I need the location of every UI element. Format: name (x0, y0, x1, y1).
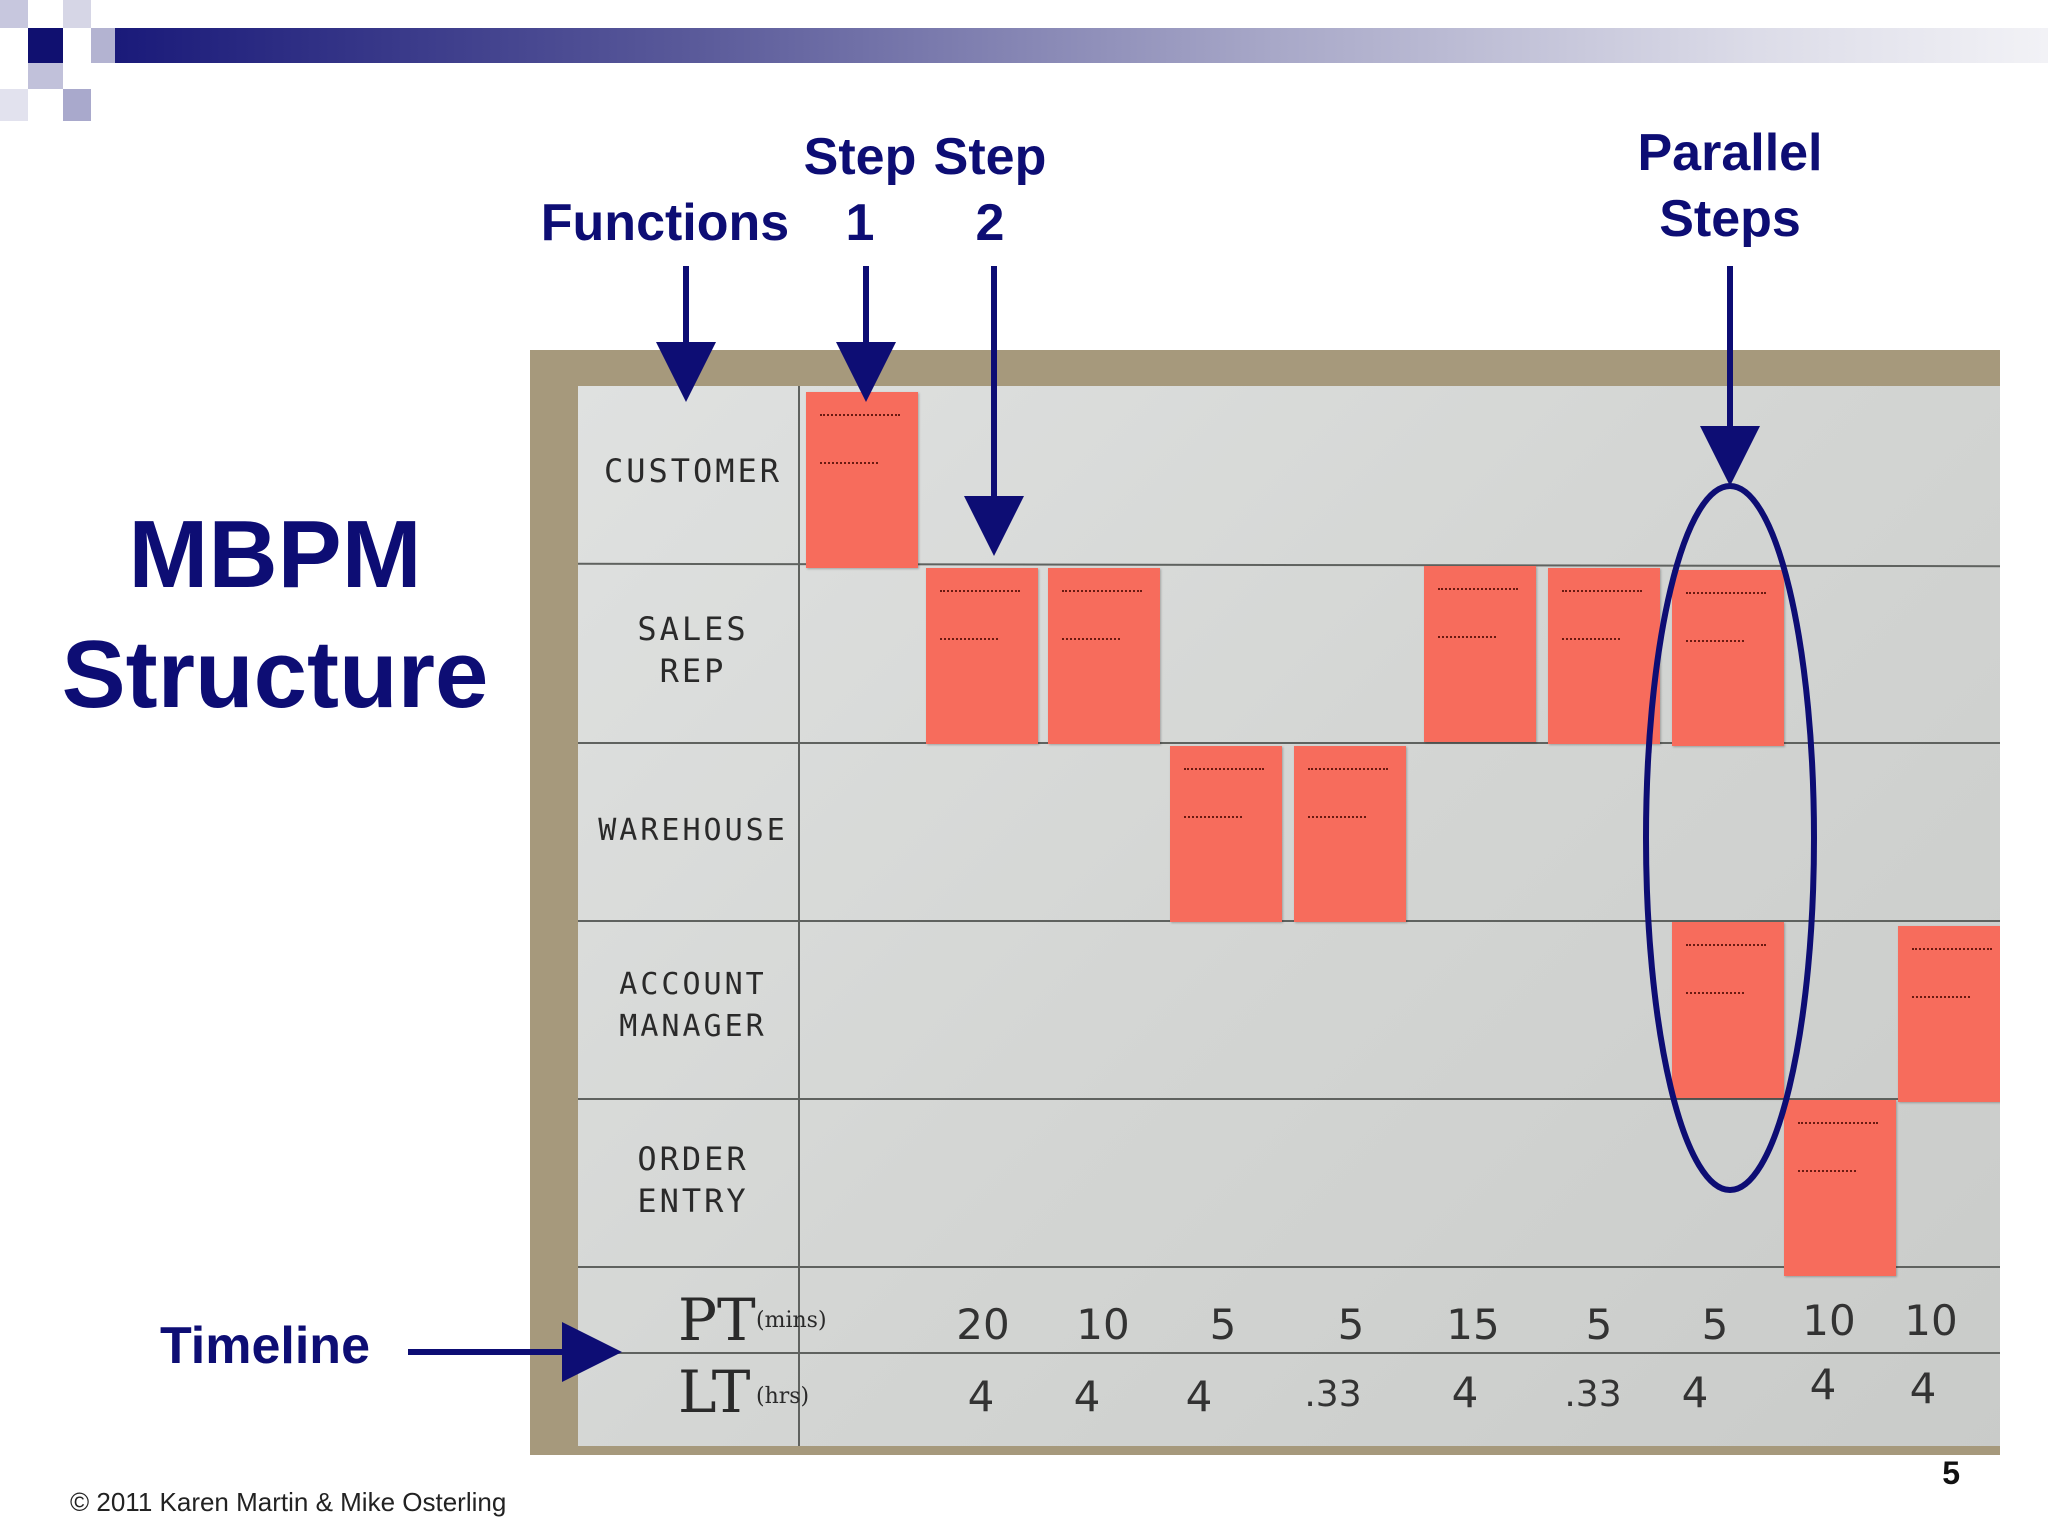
step-note (1672, 570, 1784, 746)
step2-label-line1: Step (933, 128, 1047, 186)
step-note (806, 392, 918, 568)
parallel-steps-label: Parallel Steps (1600, 120, 1860, 252)
copyright-text: © 2011 Karen Martin & Mike Osterling (70, 1487, 507, 1517)
lane-divider (578, 742, 2000, 744)
header-gradient-band (115, 28, 2048, 63)
pt-value: 5 (1701, 1300, 1729, 1349)
lt-value: 4 (1909, 1364, 1937, 1413)
deco-square (63, 0, 91, 28)
pt-value: 10 (1076, 1300, 1130, 1349)
lt-value: 4 (1809, 1360, 1837, 1409)
lt-value: .33 (1564, 1374, 1622, 1415)
function-customer: CUSTOMER (603, 452, 783, 490)
lt-label: LT (678, 1358, 751, 1426)
function-sales-rep: SALES REP (637, 610, 749, 690)
step1-label-line1: Step (803, 128, 917, 186)
lt-value: .33 (1304, 1374, 1362, 1415)
lane-divider (578, 1266, 2000, 1268)
page-number: 5 (1942, 1455, 1960, 1491)
function-order-entry: ORDER ENTRY (637, 1140, 749, 1220)
pt-value: 5 (1209, 1300, 1237, 1349)
step1-label-line2: 1 (845, 194, 875, 252)
board-surface: CUSTOMER SALES REP WAREHOUSE ACCOUNT MAN… (577, 386, 2000, 1446)
lt-value: 4 (1073, 1372, 1101, 1421)
lt-value: 4 (1681, 1368, 1709, 1417)
pt-value: 10 (1802, 1296, 1856, 1345)
function-warehouse: WAREHOUSE (598, 813, 788, 848)
lane-divider (578, 920, 2000, 922)
parallel-steps-label-line1: Parallel (1637, 124, 1823, 182)
timeline-label: Timeline (159, 1317, 370, 1375)
pt-unit: (mins) (756, 1308, 827, 1333)
step-note (1672, 922, 1784, 1098)
step-note (1784, 1100, 1896, 1276)
step-note (1294, 746, 1406, 922)
step-note (926, 568, 1038, 744)
lt-unit: (hrs) (756, 1384, 810, 1409)
function-column-divider (798, 386, 800, 1446)
step1-label: Step 1 (790, 124, 930, 256)
step2-label: Step 2 (925, 124, 1055, 256)
lt-value: 4 (967, 1372, 995, 1421)
lt-value: 4 (1185, 1372, 1213, 1421)
step-note (1170, 746, 1282, 922)
slide-title: MBPM Structure (30, 495, 520, 735)
step-note (1548, 568, 1660, 744)
step2-label-line2: 2 (975, 194, 1005, 252)
function-account-manager: ACCOUNT MANAGER (619, 967, 767, 1044)
pt-value: 5 (1337, 1300, 1365, 1349)
deco-square (63, 89, 91, 121)
parallel-steps-ellipse (1643, 483, 1817, 1193)
pt-value: 20 (956, 1300, 1010, 1349)
step-note (1898, 926, 2000, 1102)
functions-label: Functions (540, 194, 790, 252)
parallel-steps-label-line2: Steps (1659, 190, 1801, 248)
pt-value: 15 (1446, 1300, 1500, 1349)
lane-divider (578, 1098, 2000, 1100)
lane-divider (578, 1352, 2000, 1354)
deco-square (0, 89, 28, 121)
pt-label: PT (678, 1286, 756, 1354)
deco-square (0, 0, 28, 28)
deco-square (28, 63, 63, 89)
slide-title-line2: Structure (61, 621, 489, 728)
slide-title-line1: MBPM (128, 501, 422, 608)
deco-square (28, 28, 63, 63)
pt-value: 10 (1904, 1296, 1958, 1345)
pt-value: 5 (1585, 1300, 1613, 1349)
mapping-board-photo: CUSTOMER SALES REP WAREHOUSE ACCOUNT MAN… (530, 350, 2000, 1455)
step-note (1424, 566, 1536, 742)
deco-square (91, 28, 115, 63)
step-note (1048, 568, 1160, 744)
lt-value: 4 (1451, 1368, 1479, 1417)
